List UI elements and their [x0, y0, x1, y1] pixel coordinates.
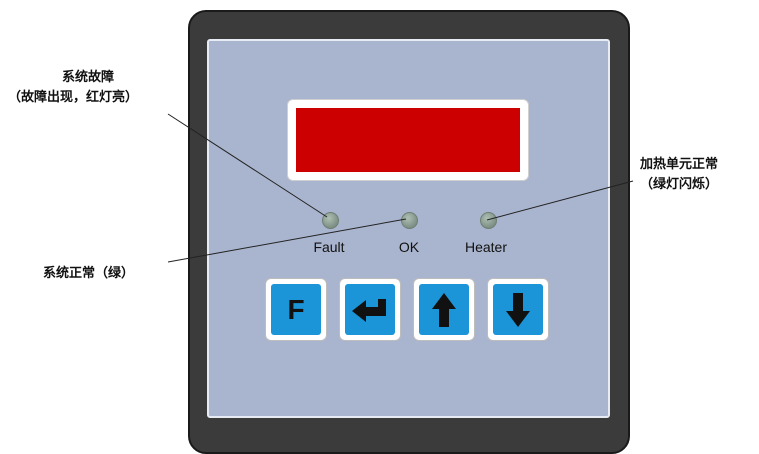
fault-annotation-detail: （故障出现，红灯亮） — [8, 90, 139, 105]
arrow-up-icon — [432, 292, 456, 327]
fault-annotation-title: 系统故障 — [62, 70, 115, 85]
up-button[interactable] — [413, 278, 475, 341]
heater-annotation-detail: （绿灯闪烁） — [640, 177, 719, 192]
fault-leader-line — [167, 113, 328, 218]
f-button-label: F — [287, 293, 305, 325]
enter-arrow-icon — [352, 298, 386, 322]
heater-led — [480, 212, 497, 229]
ok-annotation: 系统正常（绿） — [43, 266, 135, 281]
heater-annotation-title: 加热单元正常 — [640, 157, 719, 172]
led-display — [287, 99, 529, 181]
led-display-screen — [296, 108, 520, 172]
ok-leader-line — [167, 218, 407, 263]
arrow-down-icon — [506, 292, 530, 327]
fault-label: Fault — [313, 239, 345, 255]
ok-label: OK — [398, 239, 420, 255]
heater-label: Heater — [464, 239, 508, 255]
enter-button[interactable] — [339, 278, 401, 341]
annotation-leader-lines — [167, 113, 634, 263]
ok-led — [401, 212, 418, 229]
heater-leader-line — [486, 180, 634, 221]
f-button[interactable]: F — [265, 278, 327, 341]
down-button[interactable] — [487, 278, 549, 341]
